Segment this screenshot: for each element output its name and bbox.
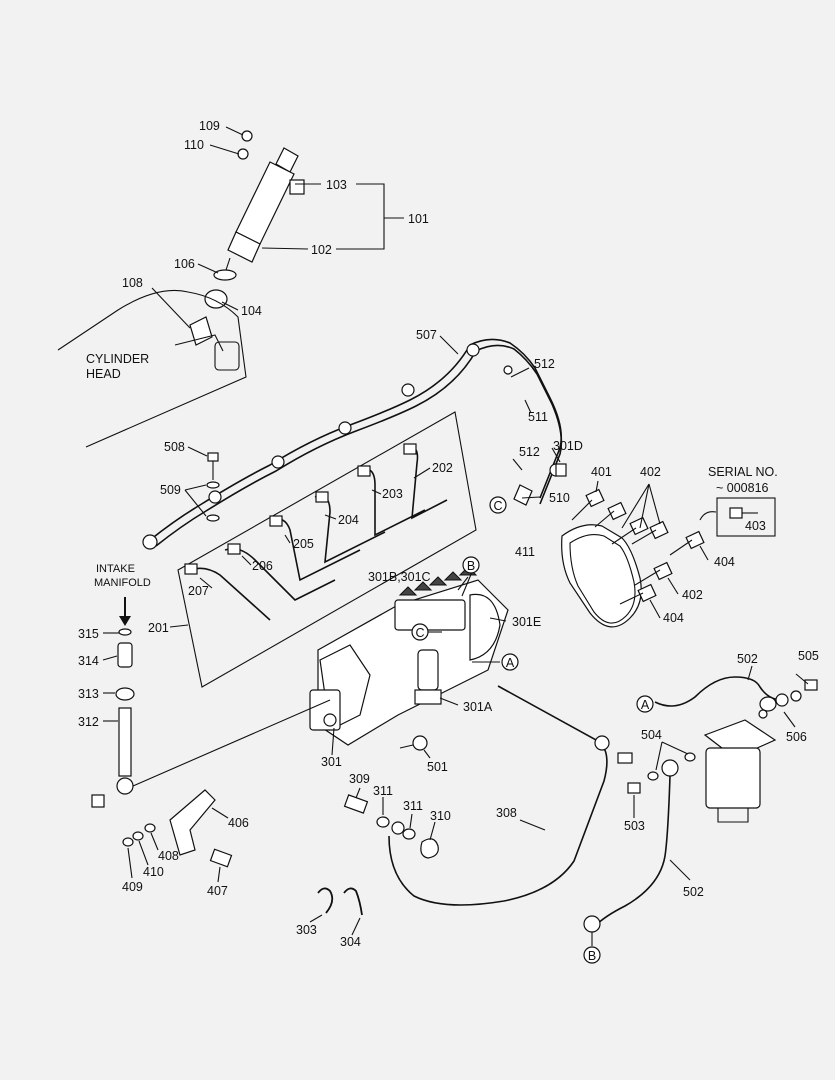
cylinder-head-label-line2: HEAD (86, 367, 121, 381)
callout-313: 313 (78, 687, 99, 701)
ref-a-circle-1 (501, 653, 519, 671)
callout-503: 503 (624, 819, 645, 833)
pipe-clips (309, 887, 363, 936)
callout-203: 203 (382, 487, 403, 501)
callout-106: 106 (174, 257, 195, 271)
callout-205: 205 (293, 537, 314, 551)
callout-408: 408 (158, 849, 179, 863)
callout-206: 206 (252, 559, 273, 573)
callout-314: 314 (78, 654, 99, 668)
callout-402-upper: 402 (640, 465, 661, 479)
bolt-508-washers (184, 446, 220, 522)
intake-manifold-label-line1: INTAKE (96, 563, 135, 575)
ref-b-label-2: B (588, 949, 596, 963)
serial-range-label: ~ 000816 (716, 481, 769, 495)
callout-510: 510 (549, 491, 570, 505)
intake-manifold-label-line2: MANIFOLD (94, 577, 151, 589)
injection-pipe-frame (169, 411, 477, 688)
bracket-406 (122, 789, 233, 883)
callout-403: 403 (745, 519, 766, 533)
callout-504: 504 (641, 728, 662, 742)
callout-509: 509 (160, 483, 181, 497)
callout-404-lower: 404 (663, 611, 684, 625)
reference-markers: C B C A A B (411, 496, 654, 964)
callout-411: 411 (515, 545, 535, 559)
callout-301E: 301E (512, 615, 541, 629)
cylinder-head-label-line1: CYLINDER (86, 352, 149, 366)
callout-102: 102 (311, 243, 332, 257)
callout-512-upper: 512 (534, 357, 555, 371)
callout-502-upper: 502 (737, 652, 758, 666)
callout-104: 104 (241, 304, 262, 318)
ref-a-circle-2 (636, 695, 654, 713)
gear-case-cover (561, 480, 776, 628)
overflow-valve-area (439, 335, 567, 499)
descriptive-labels: CYLINDER HEAD INTAKE MANIFOLD SERIAL NO.… (86, 352, 778, 589)
fuel-pipe-308 (343, 685, 633, 906)
ref-c-circle-1 (489, 496, 507, 514)
ref-c-label-2: C (415, 626, 424, 640)
ref-b-circle-2 (583, 946, 601, 964)
callout-311-left: 311 (373, 784, 393, 798)
callout-505: 505 (798, 649, 819, 663)
callout-506: 506 (786, 730, 807, 744)
ref-a-label-2: A (641, 698, 650, 712)
pump-leaders (331, 571, 507, 759)
callout-303: 303 (296, 923, 317, 937)
intake-manifold-stack (91, 597, 331, 808)
callout-308: 308 (496, 806, 517, 820)
return-pipe-507 (142, 338, 563, 550)
ref-c-label-1: C (493, 499, 502, 513)
callout-512-lower: 512 (519, 445, 540, 459)
callout-304: 304 (340, 935, 361, 949)
callout-409: 409 (122, 880, 143, 894)
callout-315: 315 (78, 627, 99, 641)
callout-511: 511 (528, 410, 548, 424)
callout-204: 204 (338, 513, 359, 527)
callout-312: 312 (78, 715, 99, 729)
callout-508: 508 (164, 440, 185, 454)
callout-502-lower: 502 (683, 885, 704, 899)
fuel-filter-group (583, 665, 818, 946)
callout-301A: 301A (463, 700, 493, 714)
callout-309: 309 (349, 772, 370, 786)
callout-201: 201 (148, 621, 169, 635)
callout-310: 310 (430, 809, 451, 823)
callout-109: 109 (199, 119, 220, 133)
cylinder-head-outline (57, 289, 247, 448)
callout-301: 301 (321, 755, 342, 769)
injection-pump (309, 566, 509, 751)
callout-202: 202 (432, 461, 453, 475)
callout-301D: 301D (553, 439, 583, 453)
part-callouts: 109 110 103 101 102 106 108 104 507 512 … (78, 119, 819, 949)
callout-103: 103 (326, 178, 347, 192)
callout-404-upper: 404 (714, 555, 735, 569)
callout-301B-301C: 301B,301C (368, 570, 431, 584)
callout-110: 110 (184, 138, 204, 152)
ref-b-label-1: B (467, 559, 475, 573)
callout-311-right: 311 (403, 799, 423, 813)
serial-no-label: SERIAL NO. (708, 465, 778, 479)
injector-nozzle-assembly (174, 130, 305, 352)
callout-402-lower: 402 (682, 588, 703, 602)
callout-401: 401 (591, 465, 612, 479)
callout-410: 410 (143, 865, 164, 879)
ref-a-label-1: A (506, 656, 515, 670)
callout-101: 101 (408, 212, 429, 226)
ref-b-circle-1 (462, 556, 480, 574)
callout-207: 207 (188, 584, 209, 598)
callout-507: 507 (416, 328, 437, 342)
callout-501: 501 (427, 760, 448, 774)
callout-108: 108 (122, 276, 143, 290)
callout-406: 406 (228, 816, 249, 830)
callout-407: 407 (207, 884, 228, 898)
injector-leaders (151, 126, 404, 329)
ref-c-circle-2 (411, 623, 429, 641)
